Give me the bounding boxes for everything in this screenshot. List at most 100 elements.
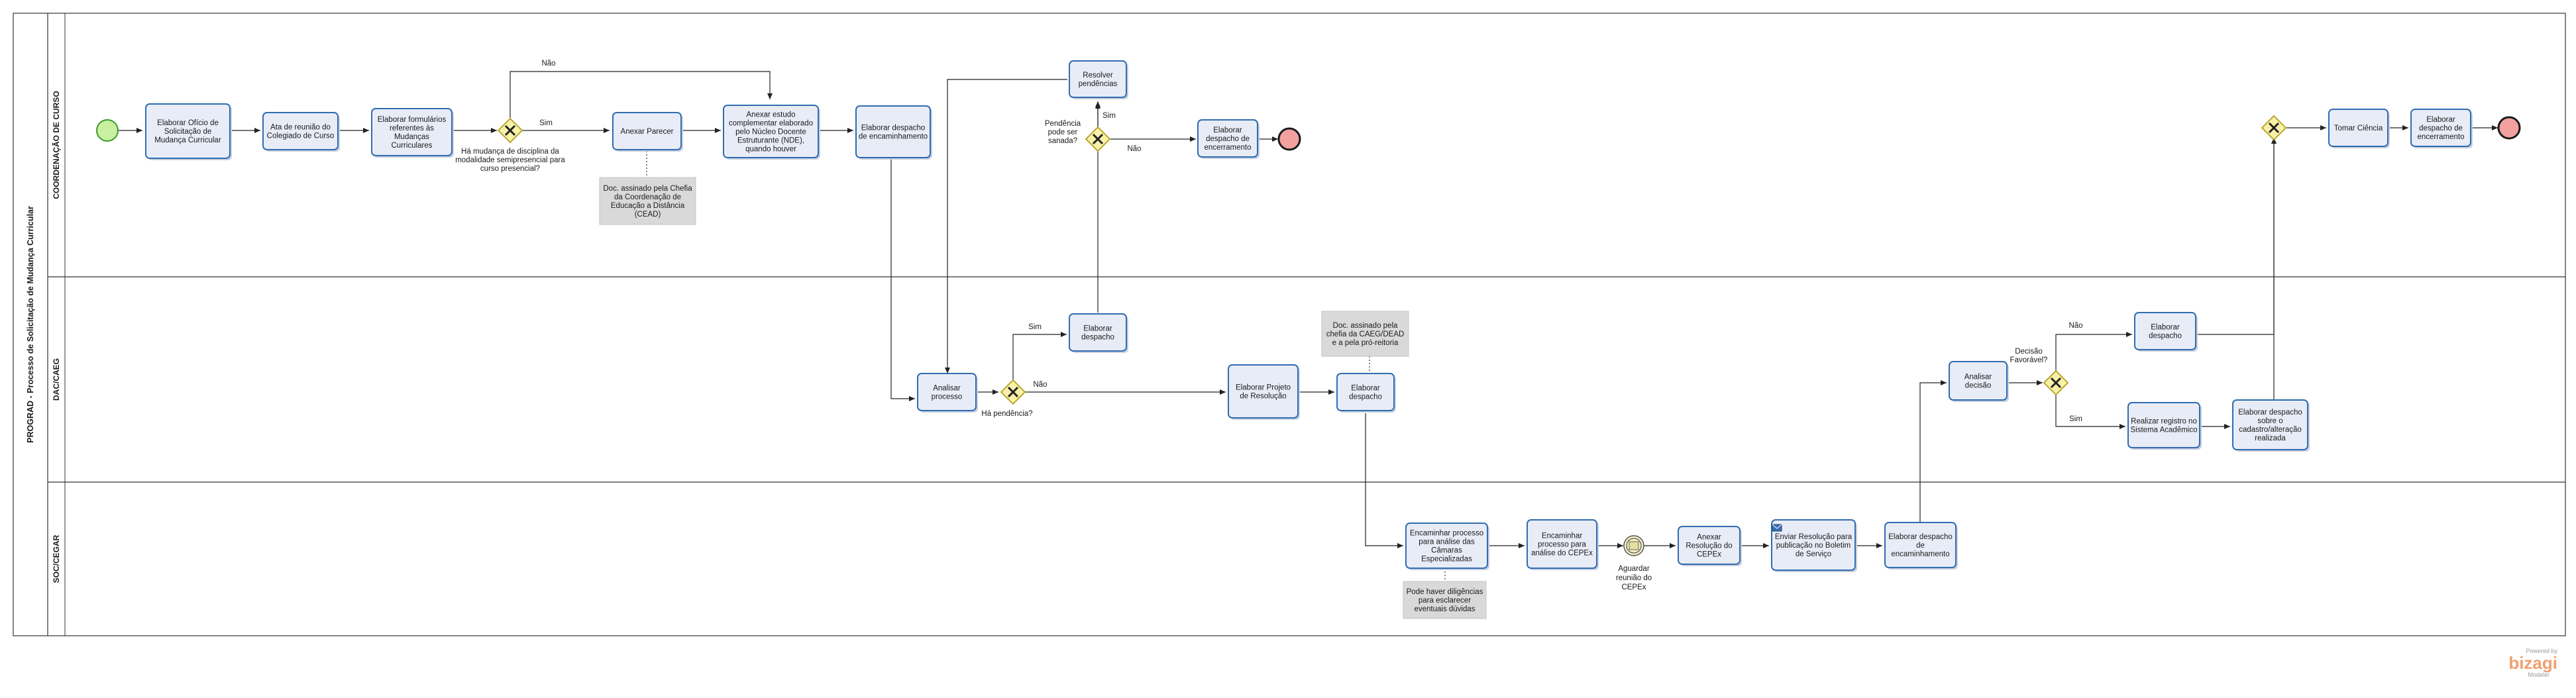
sequence-flows (118, 71, 2498, 548)
gateway-x-icon (504, 125, 516, 136)
task-label-line: Anexar (1697, 534, 1721, 542)
task-label-line: de encaminhamento (859, 133, 928, 141)
task-label-line: Elaborar despacho (1888, 533, 1953, 541)
task-label-line: encerramento (1205, 144, 1252, 152)
note-box (1321, 311, 1409, 357)
gateway-label-line: Pendência (1045, 120, 1081, 128)
task-label-line: Encaminhar processo (1410, 530, 1483, 538)
end-event-encerramento-coord[interactable] (1277, 127, 1301, 151)
task-label-line: Elaborar (2151, 324, 2180, 332)
gateway-g5[interactable] (2261, 115, 2287, 141)
task-box (1197, 119, 1258, 158)
task-label-line: de Serviço (1796, 550, 1831, 558)
task-label-line: quando houver (745, 146, 796, 154)
note-line: Doc. assinado pela (1333, 322, 1398, 330)
task-label-line: Analisar (1964, 374, 1992, 381)
bizagi-logo: Powered by bizagi Modeler (2508, 648, 2557, 678)
task-label-line: despacho de (1206, 135, 1250, 143)
task-box (1884, 522, 1957, 568)
task-label-line: complementar elaborado (729, 120, 813, 128)
task-label-line: Sistema Acadêmico (2131, 426, 2198, 434)
task-box (1405, 523, 1488, 569)
task-box (2127, 402, 2200, 448)
gateway-label-line: Há pendência? (981, 410, 1032, 418)
note-line: Educação a Distância (611, 202, 685, 210)
task-box (145, 103, 231, 159)
task-label-line: Enviar Resolução para (1775, 533, 1852, 541)
timer-intermediate-event[interactable] (1623, 535, 1644, 556)
gateway-g3[interactable]: Há pendência? (981, 379, 1033, 418)
flow-label-g1-sim: Sim (539, 119, 553, 127)
start-event[interactable] (96, 119, 119, 142)
note-box (1403, 581, 1487, 619)
gateway-x-icon (1092, 133, 1104, 145)
task-label-line: Analisar (933, 385, 961, 393)
task-label-line: Elaborar Ofício de (157, 119, 219, 127)
lane-label-soc: SOC/CEGAR (52, 534, 61, 583)
note-line: Doc. assinado pela Chefia (603, 185, 692, 193)
task-label-line: Resolução do (1686, 542, 1732, 550)
task-label-line: encerramento (2418, 133, 2465, 141)
task-box (1069, 60, 1127, 98)
gateway-label-line: modalidade semipresencial para (455, 156, 565, 164)
task-box (2232, 399, 2308, 450)
wait-label-3: CEPEx (1621, 583, 1646, 591)
task-label-line: encaminhamento (1891, 550, 1949, 558)
task-label-line: publicação no Boletim (1776, 542, 1851, 550)
flow-label-g4-sim: Sim (2069, 415, 2082, 423)
task-box (1771, 519, 1856, 571)
pool-title: PROGRAD - Processo de Solicitação de Mud… (26, 206, 35, 443)
task-box (2410, 109, 2471, 147)
task-t9[interactable]: Tomar Ciência (2328, 109, 2390, 148)
task-box (855, 105, 931, 158)
flow-label-g1-nao: Não (541, 60, 555, 68)
note-line: e a pela pró-reitoria (1332, 339, 1399, 347)
task-label-line: Câmaras (1431, 547, 1462, 555)
task-box (1336, 373, 1395, 411)
brand-powered: Powered by (2526, 648, 2557, 654)
task-label-line: sobre o (2257, 417, 2282, 425)
task-box (2328, 109, 2388, 147)
task-label-line: de Resolução (1240, 393, 1286, 401)
task-label-line: Realizar registro no (2131, 418, 2197, 426)
wait-label-2: reunião do (1616, 574, 1652, 582)
task-label-line: Colegiado de Curso (267, 132, 335, 140)
task-label-line: de (1916, 542, 1925, 550)
gateway-label-line: Há mudança de disciplina da (461, 148, 559, 156)
task-label-line: Especializadas (1421, 556, 1472, 564)
task-box (2134, 312, 2196, 350)
task-label-line: Elaborar (2426, 116, 2455, 124)
gateway-label-line: sanada? (1048, 137, 1077, 145)
end-event-final[interactable] (2497, 116, 2521, 140)
task-label-line: despacho (1349, 393, 1382, 401)
task-label-line: processo (932, 393, 963, 401)
task-label-line: Elaborar formulários (378, 116, 447, 124)
lane-label-coordenacao: COORDENAÇÃO DE CURSO (51, 91, 61, 199)
task-t4[interactable]: Anexar Parecer (612, 112, 683, 152)
